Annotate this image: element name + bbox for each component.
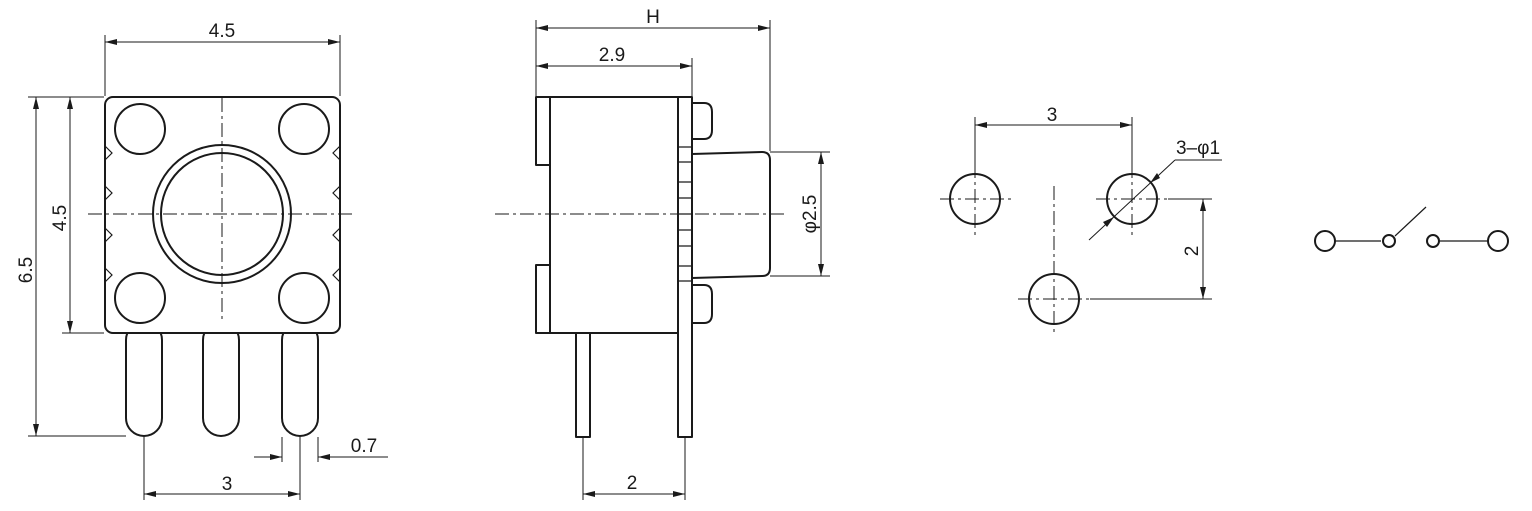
pcb-pitch-x-dimension <box>974 117 1133 172</box>
front-pin-width-dimension <box>254 437 388 462</box>
side-top-left-flange <box>535 96 551 166</box>
front-pin-width-label: 0.7 <box>351 436 377 457</box>
side-actuator-diameter-label: φ2.5 <box>800 195 821 234</box>
side-pin-spacing-label: 2 <box>627 473 638 494</box>
side-top-clip <box>691 102 713 140</box>
schematic-terminal-right <box>1487 230 1509 252</box>
front-total-height-dimension <box>28 96 126 437</box>
front-corner-hole-tr <box>278 103 330 155</box>
front-pin-middle <box>202 333 240 437</box>
front-pin-left <box>125 333 163 437</box>
side-view-body <box>549 96 679 334</box>
pcb-centerlines <box>940 164 1168 334</box>
pcb-hole-spec-leader <box>1088 159 1222 241</box>
side-total-depth-dimension <box>535 20 771 151</box>
pcb-layout: 3 3–φ1 2 <box>940 105 1222 334</box>
side-total-depth-label: H <box>646 7 660 28</box>
front-pin-pitch-dimension <box>143 437 301 500</box>
side-bottom-clip <box>691 284 713 324</box>
front-corner-hole-bl <box>114 272 166 324</box>
front-width-label: 4.5 <box>209 21 235 42</box>
schematic-contact-left <box>1382 234 1396 248</box>
side-pin <box>575 332 591 438</box>
front-pin-pitch-label: 3 <box>222 474 233 495</box>
front-view-pins <box>125 333 319 437</box>
side-right-plate <box>677 96 693 438</box>
front-body-height-dimension <box>62 97 104 334</box>
side-body-depth-label: 2.9 <box>599 45 625 66</box>
schematic-terminal-left <box>1314 230 1336 252</box>
front-corner-hole-br <box>278 272 330 324</box>
pcb-pitch-x-label: 3 <box>1047 105 1058 126</box>
front-left-notches <box>104 145 113 283</box>
pcb-pitch-y-label: 2 <box>1182 246 1203 257</box>
schematic-contact-right <box>1426 234 1440 248</box>
front-body-height-label: 4.5 <box>50 205 71 231</box>
side-plate-ticks <box>678 146 692 282</box>
front-corner-hole-tl <box>114 103 166 155</box>
front-view: 4.5 6.5 4.5 3 <box>16 21 388 500</box>
front-right-notches <box>332 145 341 283</box>
front-view-body <box>104 96 341 334</box>
side-actuator <box>691 151 771 279</box>
front-width-dimension <box>104 35 341 96</box>
switch-schematic-icon <box>1314 206 1509 252</box>
schematic-switch-blade <box>1394 206 1427 237</box>
side-view: H 2.9 φ2.5 2 <box>495 7 830 500</box>
pcb-hole-spec-label: 3–φ1 <box>1176 138 1220 159</box>
front-pin-right <box>281 333 319 437</box>
front-total-height-label: 6.5 <box>16 257 37 283</box>
side-pin-spacing-dimension <box>582 438 686 500</box>
pcb-pitch-y-dimension <box>1090 198 1212 300</box>
side-actuator-diameter-dimension <box>770 151 830 277</box>
side-body-depth-dimension <box>536 58 693 96</box>
side-bottom-left-flange <box>535 264 551 334</box>
